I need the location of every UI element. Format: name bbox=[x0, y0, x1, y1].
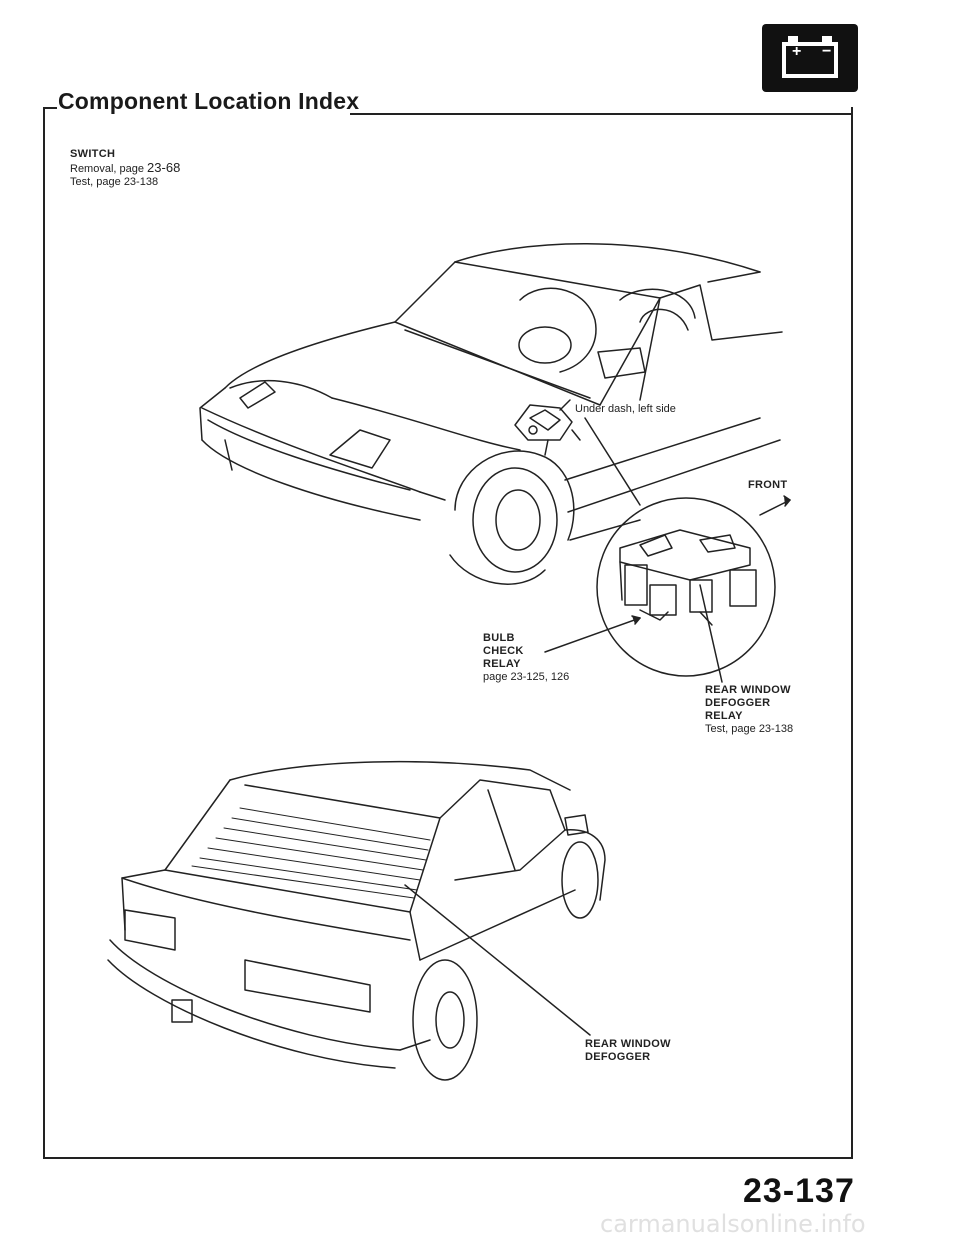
defogger-relay-label: REAR WINDOW DEFOGGER RELAY Test, page 23… bbox=[705, 684, 793, 736]
front-label: FRONT bbox=[748, 479, 787, 492]
switch-reference: SWITCH Removal, page 23-68 Test, page 23… bbox=[70, 148, 180, 189]
frame-top-right-rule bbox=[350, 113, 851, 115]
defogger-line2: DEFOGGER bbox=[585, 1051, 651, 1063]
page-title: Component Location Index bbox=[58, 88, 360, 114]
switch-heading: SWITCH bbox=[70, 148, 116, 160]
bulb-check-line1: BULB bbox=[483, 632, 515, 644]
frame-top-left-rule bbox=[43, 107, 57, 109]
battery-post-positive bbox=[788, 36, 798, 44]
bulb-check-line2: CHECK bbox=[483, 645, 524, 657]
switch-removal-page: 23-68 bbox=[147, 160, 181, 175]
defogger-line1: REAR WINDOW bbox=[585, 1038, 671, 1050]
bulb-check-relay-label: BULB CHECK RELAY page 23-125, 126 bbox=[483, 632, 569, 684]
switch-test-ref: Test, page 23-138 bbox=[70, 176, 159, 188]
page-number: 23-137 bbox=[743, 1172, 855, 1210]
bulb-check-ref: page 23-125, 126 bbox=[483, 671, 570, 683]
switch-removal-ref: Removal, page 23-68 bbox=[70, 161, 180, 176]
defogger-relay-line2: DEFOGGER bbox=[705, 697, 771, 709]
defogger-leader bbox=[404, 884, 591, 1036]
under-dash-label: Under dash, left side bbox=[575, 403, 676, 415]
front-car-illustration bbox=[199, 243, 783, 585]
switch-removal-prefix: Removal, page bbox=[70, 163, 148, 175]
battery-minus-symbol: − bbox=[822, 43, 832, 60]
defogger-relay-line3: RELAY bbox=[705, 710, 743, 722]
relay-detail-circle bbox=[596, 497, 776, 677]
defogger-relay-line1: REAR WINDOW bbox=[705, 684, 791, 696]
battery-plus-symbol: + bbox=[792, 43, 802, 60]
defogger-relay-ref: Test, page 23-138 bbox=[705, 723, 794, 735]
defogger-label: REAR WINDOW DEFOGGER bbox=[585, 1038, 671, 1064]
watermark: carmanualsonline.info bbox=[600, 1210, 866, 1238]
battery-post-negative bbox=[822, 36, 832, 44]
page-frame bbox=[43, 107, 853, 1159]
rear-car-illustration bbox=[107, 760, 606, 1081]
bulb-check-line3: RELAY bbox=[483, 658, 521, 670]
front-label-text: FRONT bbox=[748, 479, 788, 491]
battery-icon: + − bbox=[762, 24, 858, 92]
defogger-relay-leader bbox=[699, 584, 723, 683]
battery-body bbox=[782, 42, 838, 78]
bulb-check-leader bbox=[544, 617, 641, 653]
